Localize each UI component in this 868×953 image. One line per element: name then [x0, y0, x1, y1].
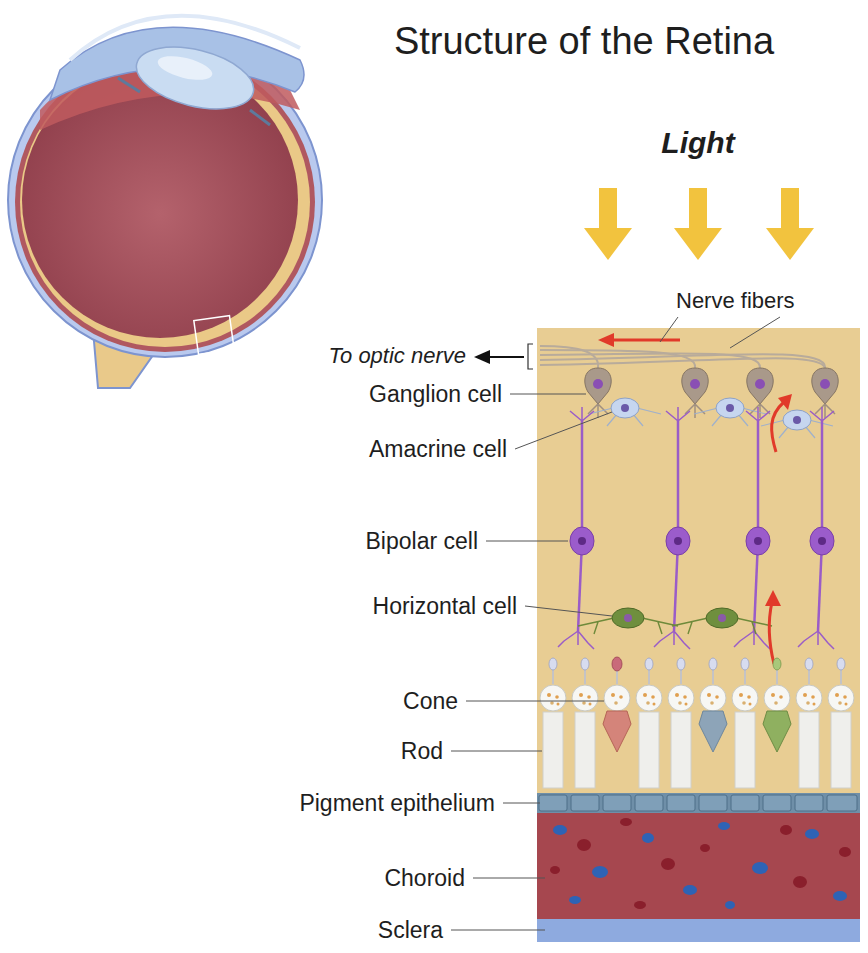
part-label: Ganglion cell [369, 381, 502, 407]
part-label: Sclera [378, 917, 443, 943]
part-label: Horizontal cell [373, 593, 517, 619]
direction-label: To optic nerve [329, 343, 466, 368]
part-label: Rod [401, 738, 443, 764]
part-label: Choroid [384, 865, 465, 891]
light-label: Light [661, 126, 734, 161]
part-label: Pigment epithelium [299, 790, 495, 816]
part-label: Bipolar cell [366, 528, 479, 554]
part-label: Nerve fibers [676, 288, 795, 313]
part-label: Cone [403, 688, 458, 714]
diagram-title: Structure of the Retina [394, 20, 774, 64]
part-label: Amacrine cell [369, 436, 507, 462]
